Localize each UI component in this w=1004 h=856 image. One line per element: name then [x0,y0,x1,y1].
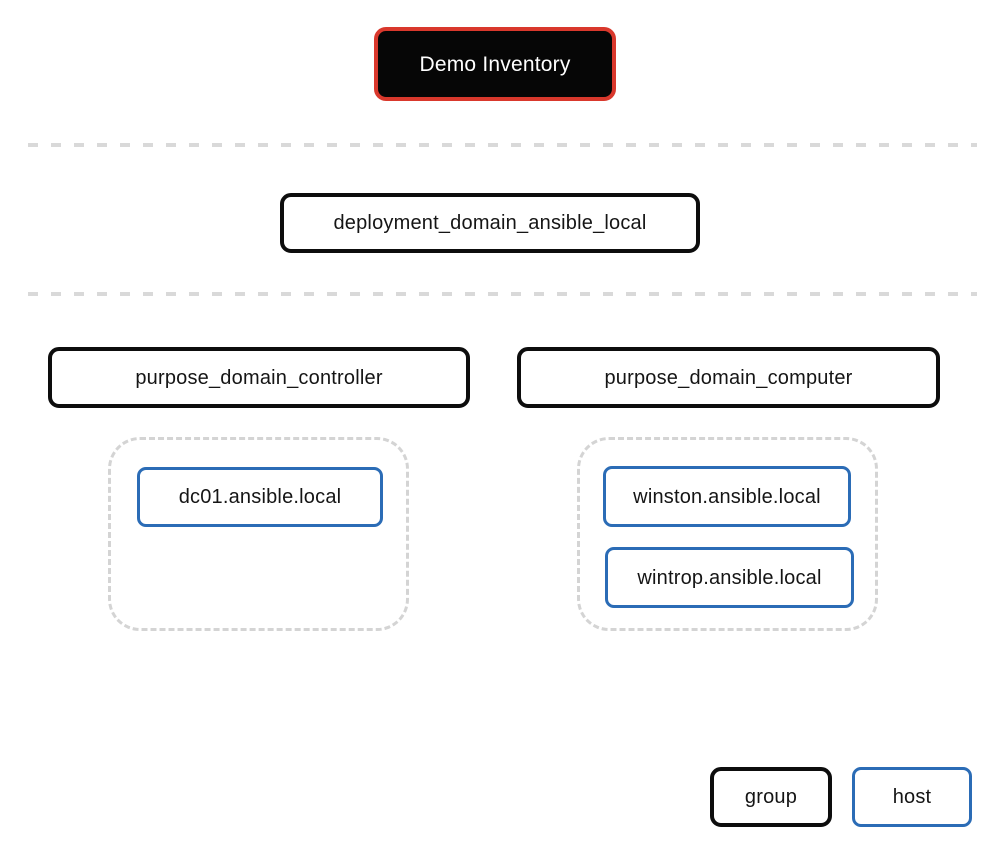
group-node-purpose-controller: purpose_domain_controller [48,347,470,408]
legend-host-swatch: host [852,767,972,827]
host-container-controller: dc01.ansible.local [108,437,409,631]
host-node-dc01-label: dc01.ansible.local [178,486,342,508]
host-container-computer: winston.ansible.local wintrop.ansible.lo… [577,437,878,631]
host-node-wintrop: wintrop.ansible.local [605,547,854,608]
host-node-dc01: dc01.ansible.local [137,467,383,527]
group-node-purpose-computer-label: purpose_domain_computer [604,366,853,389]
legend-group-label: group [744,786,798,808]
legend-group-swatch: group [710,767,832,827]
host-node-winston-label: winston.ansible.local [633,485,821,508]
group-node-purpose-computer: purpose_domain_computer [517,347,940,408]
tier-separator-1 [28,143,977,147]
group-node-deployment-domain-label: deployment_domain_ansible_local [333,212,647,234]
inventory-root-node: Demo Inventory [374,27,616,101]
tier-separator-2 [28,292,977,296]
host-node-winston: winston.ansible.local [603,466,851,527]
host-node-wintrop-label: wintrop.ansible.local [637,566,822,589]
legend-host-label: host [892,786,932,808]
group-node-deployment-domain: deployment_domain_ansible_local [280,193,700,253]
group-node-purpose-controller-label: purpose_domain_controller [135,366,383,389]
inventory-root-label: Demo Inventory [419,52,571,76]
